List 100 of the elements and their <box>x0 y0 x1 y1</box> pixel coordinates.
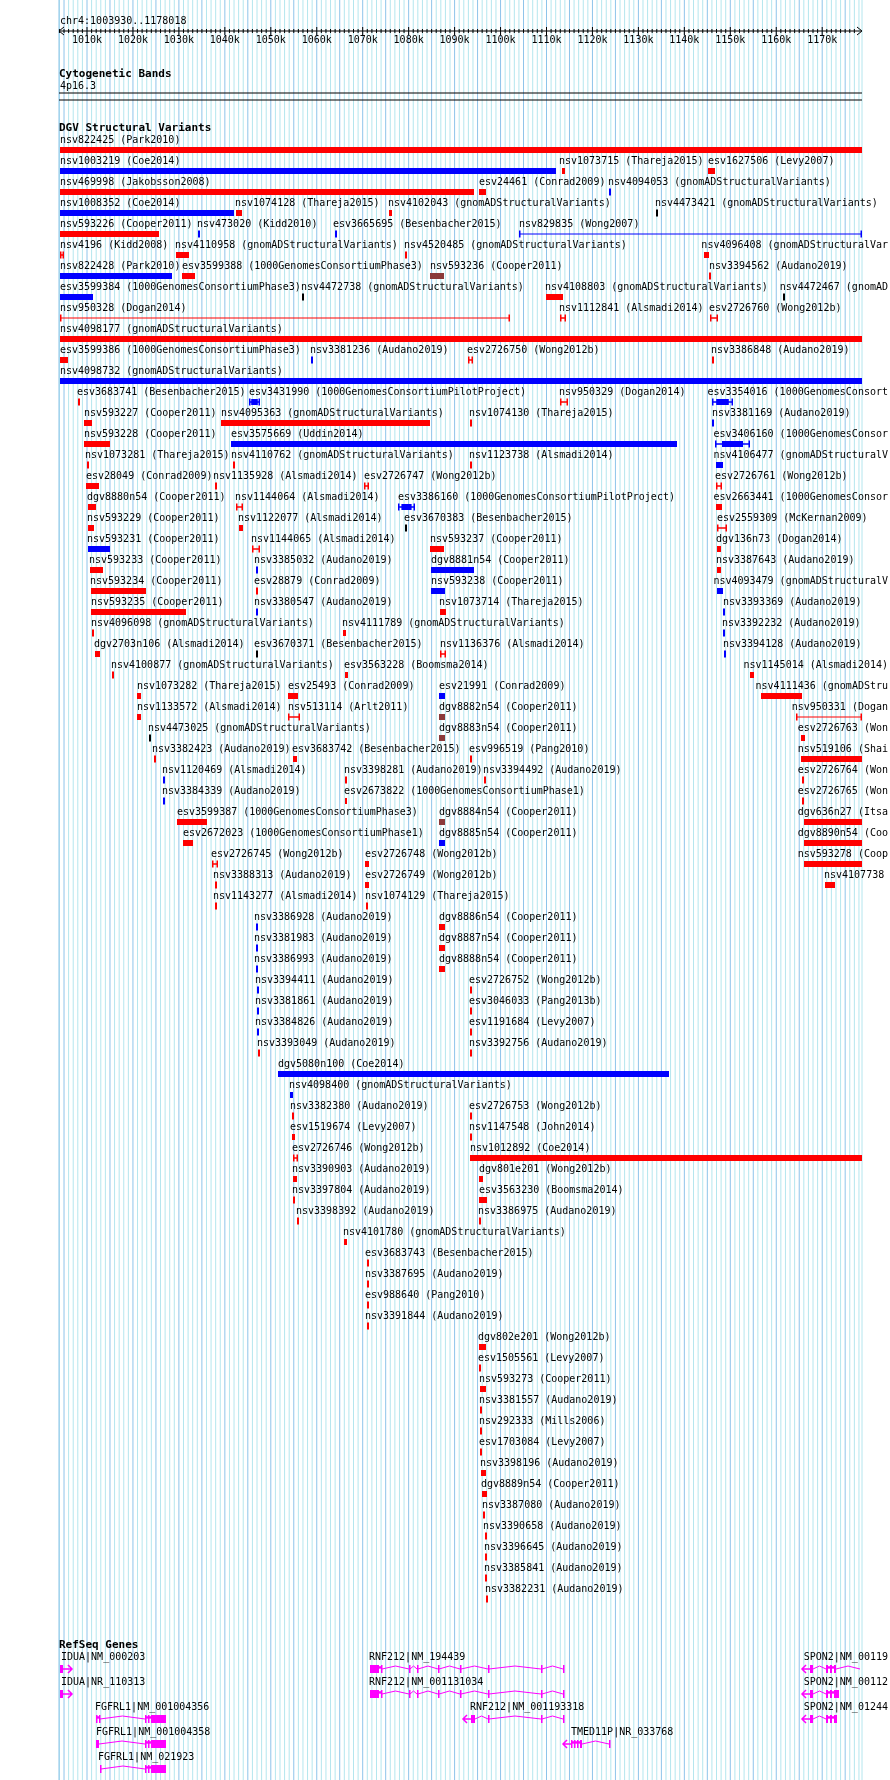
variant-label: nsv4110762 (gnomADStructuralVariants) <box>231 449 454 461</box>
variant-label: nsv3390903 (Audano2019) <box>292 1163 431 1175</box>
variant-label: nsv3398281 (Audano2019) <box>344 764 483 776</box>
variant-label: nsv1012892 (Coe2014) <box>470 1142 591 1154</box>
variant-label: nsv1073282 (Thareja2015) <box>137 680 282 692</box>
variant-label: nsv4108803 (gnomADStructuralVariants) <box>545 281 768 293</box>
variant-label: dgv802e201 (Wong2012b) <box>478 1331 611 1343</box>
variant-label: esv3431990 (1000GenomesConsortiumPilotProject) <box>249 386 526 398</box>
variant-label: nsv829835 (Wong2007) <box>519 218 640 230</box>
variant-label: esv2726760 (Wong2012b) <box>709 302 842 314</box>
variant-label: nsv1123738 (Alsmadi2014) <box>469 449 614 461</box>
gene-label: TMED11P|NR_033768 <box>571 1726 674 1738</box>
variant-label: esv1627506 (Levy2007) <box>708 155 835 167</box>
tick-label: 1090k <box>439 34 470 46</box>
variant-label: nsv1073281 (Thareja2015) <box>85 449 230 461</box>
variant-label: nsv3388313 (Audano2019) <box>213 869 352 881</box>
tick-label: 1040k <box>209 34 240 46</box>
variant-label: nsv593226 (Cooper2011) <box>60 218 193 230</box>
variant-label: nsv3380547 (Audano2019) <box>254 596 393 608</box>
track-title: RefSeq Genes <box>59 1639 139 1651</box>
variant-label: esv2726763 (Won <box>797 722 888 734</box>
variant-label: nsv3394128 (Audano2019) <box>723 638 862 650</box>
variant-label: esv2726749 (Wong2012b) <box>365 869 498 881</box>
variant-label: dgv8885n54 (Cooper2011) <box>439 827 578 839</box>
variant-label: esv3599386 (1000GenomesConsortiumPhase3) <box>60 344 301 356</box>
tick-label: 1060k <box>301 34 332 46</box>
variant-label: nsv3385032 (Audano2019) <box>254 554 393 566</box>
variant-label: nsv3394411 (Audano2019) <box>255 974 394 986</box>
variant-label: esv3683741 (Besenbacher2015) <box>77 386 246 398</box>
variant-label: esv1191684 (Levy2007) <box>469 1016 596 1028</box>
variant-label: nsv4093479 (gnomADStructuralV <box>713 575 888 587</box>
variant-label: nsv1073715 (Thareja2015) <box>559 155 704 167</box>
variant-label: nsv1008352 (Coe2014) <box>60 197 181 209</box>
tick-label: 1110k <box>531 34 562 46</box>
variant-label: nsv1143277 (Alsmadi2014) <box>213 890 358 902</box>
variant-label: nsv3381236 (Audano2019) <box>310 344 449 356</box>
tick-label: 1050k <box>255 34 286 46</box>
variant-label: nsv3392232 (Audano2019) <box>722 617 861 629</box>
variant-label: nsv292333 (Mills2006) <box>479 1415 606 1427</box>
variant-label: esv1703084 (Levy2007) <box>479 1436 606 1448</box>
variant-label: dgv5080n100 (Coe2014) <box>278 1058 405 1070</box>
variant-label: esv24461 (Conrad2009) <box>479 176 606 188</box>
variant-label: nsv593237 (Cooper2011) <box>430 533 563 545</box>
variant-label: dgv801e201 (Wong2012b) <box>479 1163 612 1175</box>
variant-label: esv28049 (Conrad2009) <box>86 470 213 482</box>
variant-label: esv3599384 (1000GenomesConsortiumPhase3) <box>60 281 301 293</box>
variant-label: nsv4102043 (gnomADStructuralVariants) <box>388 197 611 209</box>
variant-label: nsv1133572 (Alsmadi2014) <box>137 701 282 713</box>
variant-label: esv988640 (Pang2010) <box>365 1289 486 1301</box>
variant-label: nsv4094053 (gnomADStructuralVariants) <box>608 176 831 188</box>
variant-label: dgv636n27 (Itsa <box>797 806 888 818</box>
tick-label: 1100k <box>485 34 516 46</box>
variant-label: nsv4196 (Kidd2008) <box>60 239 169 251</box>
variant-label: esv2726753 (Wong2012b) <box>469 1100 602 1112</box>
variant-label: esv2726747 (Wong2012b) <box>364 470 497 482</box>
variant-label: nsv3393369 (Audano2019) <box>723 596 862 608</box>
variant-label: nsv950329 (Dogan2014) <box>559 386 686 398</box>
variant-label: nsv3387695 (Audano2019) <box>365 1268 504 1280</box>
variant-label: dgv8887n54 (Cooper2011) <box>439 932 578 944</box>
tick-label: 1020k <box>117 34 148 46</box>
variant-label: esv25493 (Conrad2009) <box>288 680 415 692</box>
variant-label: nsv4472738 (gnomADStructuralVariants) <box>301 281 524 293</box>
variant-label: esv2726750 (Wong2012b) <box>467 344 600 356</box>
variant-label: esv3683743 (Besenbacher2015) <box>365 1247 534 1259</box>
tick-label: 1130k <box>623 34 654 46</box>
variant-label: nsv1144064 (Alsmadi2014) <box>235 491 380 503</box>
variant-label: nsv4110958 (gnomADStructuralVariants) <box>175 239 398 251</box>
variant-label: nsv1135928 (Alsmadi2014) <box>213 470 358 482</box>
variant-label: nsv3394492 (Audano2019) <box>483 764 622 776</box>
tick-label: 1170k <box>807 34 838 46</box>
variant-label: nsv593231 (Cooper2011) <box>87 533 220 545</box>
variant-label: nsv822428 (Park2010) <box>60 260 181 272</box>
variant-label: nsv4111789 (gnomADStructuralVariants) <box>342 617 565 629</box>
variant-label: esv1505561 (Levy2007) <box>478 1352 605 1364</box>
variant-label: nsv4107738 <box>824 869 885 881</box>
variant-label: dgv8883n54 (Cooper2011) <box>439 722 578 734</box>
variant-label: nsv1122077 (Alsmadi2014) <box>238 512 383 524</box>
variant-label: esv2726765 (Won <box>797 785 888 797</box>
variant-label: nsv3381983 (Audano2019) <box>254 932 393 944</box>
variant-label: nsv3386993 (Audano2019) <box>254 953 393 965</box>
variant-label: nsv950331 (Dogan <box>791 701 888 713</box>
gene-label: RNF212|NM_001131034 <box>369 1676 484 1688</box>
variant-label: nsv593233 (Cooper2011) <box>89 554 222 566</box>
variant-label: nsv1147548 (John2014) <box>469 1121 596 1133</box>
variant-label: nsv593278 (Coop <box>797 848 888 860</box>
variant-label: nsv1003219 (Coe2014) <box>60 155 181 167</box>
variant-label: nsv4472467 (gnomAD <box>779 281 888 293</box>
variant-label: esv3683742 (Besenbacher2015) <box>292 743 461 755</box>
tick-label: 1150k <box>715 34 746 46</box>
variant-label: nsv3387643 (Audano2019) <box>716 554 855 566</box>
variant-label: nsv469998 (Jakobsson2008) <box>60 176 211 188</box>
variant-label: esv2672023 (1000GenomesConsortiumPhase1) <box>183 827 424 839</box>
variant-label: esv2726764 (Won <box>797 764 888 776</box>
variant-label: nsv822425 (Park2010) <box>60 134 181 146</box>
variant-label: nsv593227 (Cooper2011) <box>84 407 217 419</box>
gene-label: FGFRL1|NM_021923 <box>98 1751 195 1763</box>
variant-label: esv996519 (Pang2010) <box>469 743 590 755</box>
variant-label: nsv3384826 (Audano2019) <box>255 1016 394 1028</box>
gene-label: SPON2|NM_01244 <box>803 1701 888 1713</box>
variant-label: nsv593229 (Cooper2011) <box>87 512 220 524</box>
